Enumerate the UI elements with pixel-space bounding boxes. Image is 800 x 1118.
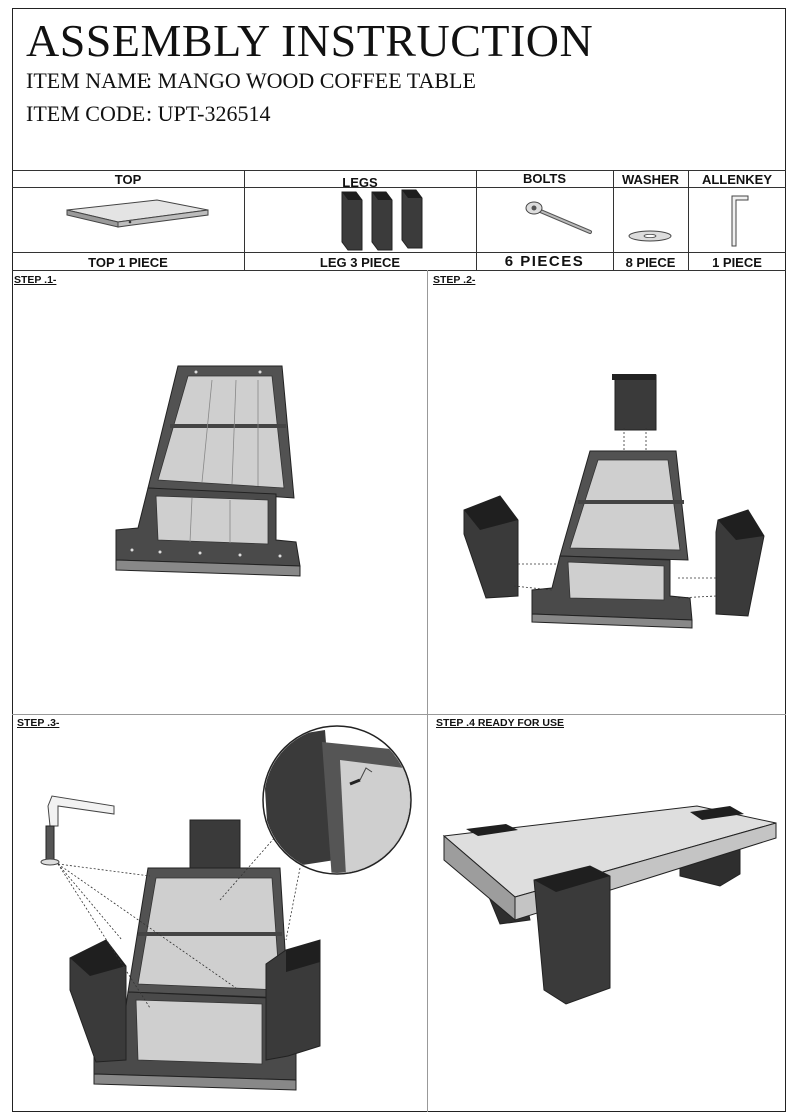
part-name-top: TOP [114, 172, 142, 187]
table-divider [613, 170, 614, 270]
part-qty-bolts: 6 PIECES [504, 253, 585, 270]
step-3-label: STEP .3- [17, 717, 60, 729]
step-1-label: STEP .1- [14, 274, 57, 286]
part-name-washer: WASHER [621, 172, 680, 187]
page-title: ASSEMBLY INSTRUCTION [26, 15, 594, 66]
legs-icon [341, 189, 423, 251]
step-4-label: STEP .4 READY FOR USE [436, 717, 564, 729]
table-divider [688, 170, 689, 270]
table-divider [244, 170, 245, 270]
item-code-row: ITEM CODE : UPT-326514 [26, 101, 270, 127]
item-name-label: ITEM NAME [26, 68, 151, 93]
grid-rule [427, 270, 428, 1112]
item-name-row: ITEM NAME : MANGO WOOD COFFEE TABLE [26, 68, 476, 94]
part-name-legs: LEGS [342, 175, 378, 190]
document-frame [12, 8, 786, 1112]
table-rule [12, 187, 786, 188]
part-qty-allenkey: 1 PIECE [712, 255, 762, 270]
washer-icon [628, 230, 672, 242]
item-code-value: : UPT-326514 [146, 101, 271, 126]
table-rule [12, 170, 786, 171]
part-qty-legs: LEG 3 PIECE [319, 255, 401, 270]
part-name-bolts: BOLTS [522, 171, 567, 186]
item-code-label: ITEM CODE [26, 101, 146, 126]
bolt-icon [525, 201, 592, 234]
part-qty-top: TOP 1 PIECE [88, 255, 168, 270]
grid-rule [12, 714, 786, 715]
step-2-label: STEP .2- [433, 274, 476, 286]
part-name-allenkey: ALLENKEY [701, 172, 773, 187]
item-name-value: : MANGO WOOD COFFEE TABLE [146, 68, 476, 93]
part-qty-washer: 8 PIECE [625, 255, 676, 270]
table-divider [476, 170, 477, 270]
table-rule [12, 252, 786, 253]
table-top-icon [66, 199, 209, 228]
allen-key-icon [731, 195, 749, 247]
grid-rule [12, 270, 786, 271]
